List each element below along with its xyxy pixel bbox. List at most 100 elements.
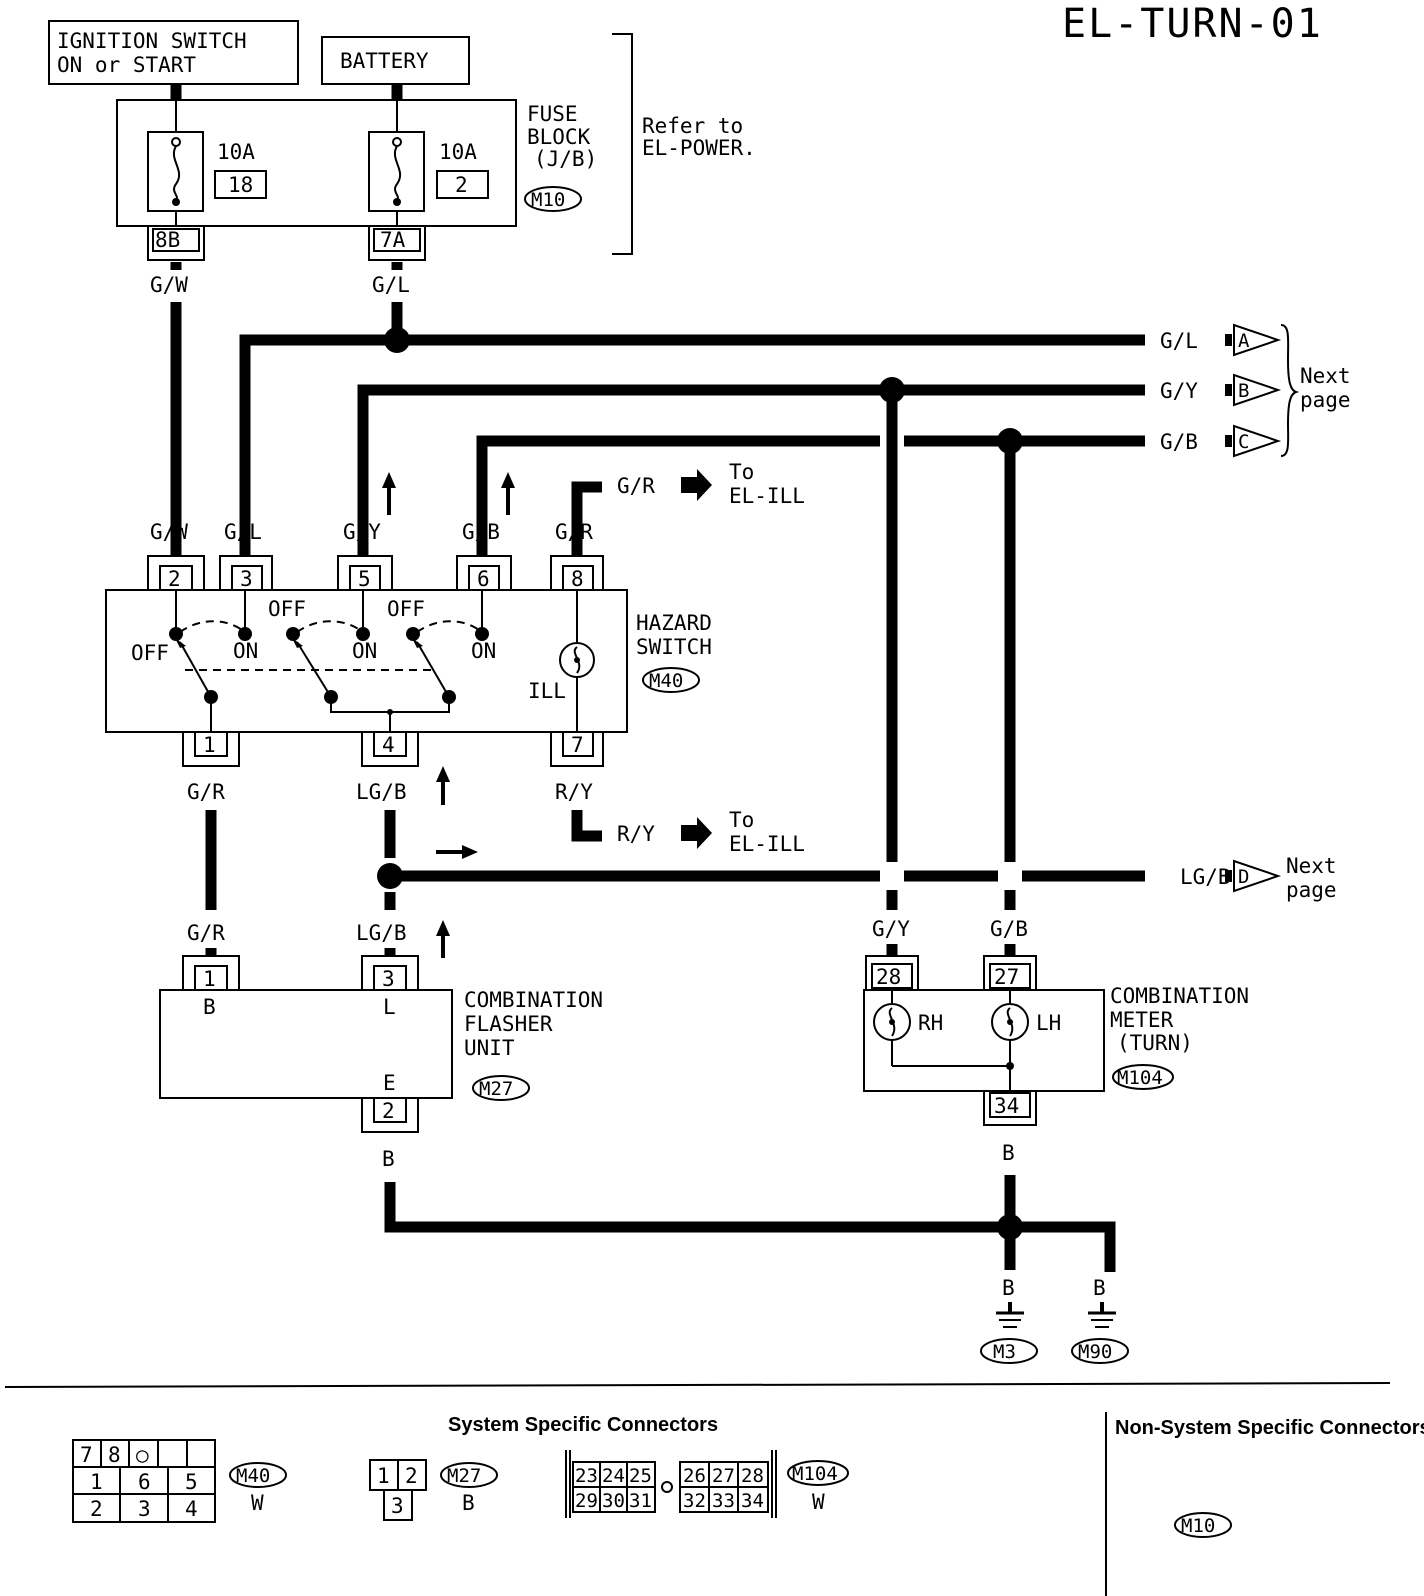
ground-m3-symbol — [996, 1302, 1024, 1328]
fuse-18 — [147, 100, 204, 226]
haz-terminal-1-num: 1 — [203, 733, 216, 757]
hazard-connector-oval — [642, 667, 700, 693]
meter-internals — [873, 990, 1029, 1091]
right-arrow-lgb — [436, 845, 478, 859]
fuse-block-label-2: BLOCK — [527, 125, 591, 149]
flasher-connector-oval — [472, 1075, 530, 1101]
haz-terminal-4-num: 4 — [382, 733, 395, 757]
page-title: EL-TURN-01 — [1062, 1, 1323, 47]
haz-terminal-6-num: 6 — [477, 567, 490, 591]
system-specific-header: System Specific Connectors — [448, 1414, 718, 1436]
junction-ground — [997, 1214, 1023, 1240]
m40-id: M40 — [236, 1465, 270, 1487]
fuse-block-label-3: (J/B) — [534, 147, 597, 171]
ignition-switch-box — [48, 20, 299, 85]
m104-pin-33: 33 — [712, 1490, 735, 1512]
flasher-wire-2: B — [382, 1147, 395, 1171]
flasher-unit-box — [159, 989, 453, 1099]
fuse-2-number-box — [436, 170, 489, 199]
ignition-label-1: IGNITION SWITCH — [57, 29, 247, 53]
m40-connector-face — [72, 1439, 216, 1523]
ground-m90-wire: B — [1093, 1276, 1106, 1300]
ill-top-wire-label: G/R — [617, 474, 655, 498]
haz-terminal-2-num: 2 — [168, 567, 181, 591]
arrow-to-ill-bottom — [681, 817, 712, 849]
haz-off-1: OFF — [131, 641, 169, 665]
m40-pin-2: 2 — [90, 1497, 103, 1521]
haz-off-2: OFF — [268, 597, 306, 621]
meter-wire-27: G/B — [990, 917, 1028, 941]
arrow-to-ill-top — [681, 469, 712, 501]
m27-pin-2: 2 — [405, 1464, 418, 1488]
meter-label-1: COMBINATION — [1110, 984, 1249, 1008]
m104-id: M104 — [792, 1463, 838, 1485]
haz-terminal-7-num: 7 — [571, 733, 584, 757]
m104-color: W — [812, 1490, 825, 1514]
meter-terminal-28 — [865, 955, 919, 990]
bus-b-letter: B — [1238, 380, 1249, 402]
wire-ground-flasher — [384, 1182, 1116, 1272]
m104-pin-24: 24 — [602, 1465, 625, 1487]
fuse-block-label-1: FUSE — [527, 102, 578, 126]
next-page-d-label-2: page — [1286, 878, 1337, 902]
flasher-terminal-2 — [361, 1097, 419, 1133]
m40-pin-blank: ○ — [136, 1443, 149, 1467]
flasher-label-2: FLASHER — [464, 1012, 553, 1036]
m40-pin-7: 7 — [80, 1443, 93, 1467]
hazard-label-1: HAZARD — [636, 611, 712, 635]
flasher-connector: M27 — [479, 1078, 513, 1100]
flasher-pin-b: B — [203, 995, 216, 1019]
terminal-8B-label: 8B — [155, 228, 180, 252]
haz-on-3: ON — [471, 639, 496, 663]
haz-top-wire-2: G/W — [150, 520, 188, 544]
flasher-pin-l: L — [383, 995, 396, 1019]
m27-pin-3: 3 — [391, 1494, 404, 1518]
m27-id-oval — [440, 1462, 498, 1488]
bus-a-wire-label: G/L — [1160, 329, 1198, 353]
m104-connector-face — [565, 1450, 777, 1518]
m27-pin-1: 1 — [377, 1464, 390, 1488]
refer-bracket — [612, 33, 633, 255]
next-page-d-label-1: Next — [1286, 854, 1337, 878]
flasher-terminal-2-num: 2 — [382, 1099, 395, 1123]
haz-terminal-4 — [361, 731, 419, 767]
haz-off-3: OFF — [387, 597, 425, 621]
hazard-connector: M40 — [649, 670, 683, 692]
ground-m3-connector: M3 — [993, 1341, 1016, 1363]
refer-label-1: Refer to — [642, 114, 743, 138]
next-page-brace — [1280, 324, 1300, 457]
m40-pin-4: 4 — [185, 1497, 198, 1521]
ground-m90-symbol — [1088, 1302, 1116, 1328]
refer-label-2: EL-POWER. — [642, 136, 756, 160]
fuse-18-number: 18 — [228, 173, 253, 197]
ill-bottom-wire-label: R/Y — [617, 822, 655, 846]
ill-top-to-label-2: EL-ILL — [729, 484, 805, 508]
hazard-switch-box — [105, 589, 628, 733]
ground-m90-connector: M90 — [1078, 1341, 1112, 1363]
up-arrow-lgb-2 — [436, 920, 450, 958]
fuse-block-connector: M10 — [531, 189, 565, 211]
m10-id-oval — [1174, 1512, 1232, 1538]
m40-pin-1: 1 — [90, 1470, 103, 1494]
haz-ill: ILL — [528, 679, 566, 703]
battery-box — [321, 36, 470, 85]
ground-m3-wire: B — [1002, 1276, 1015, 1300]
bus-a-letter: A — [1238, 330, 1250, 352]
meter-wire-28: G/Y — [872, 917, 910, 941]
meter-terminal-34 — [983, 1091, 1037, 1126]
ill-bottom-to-label-1: To — [729, 808, 754, 832]
bus-c-wire-label: G/B — [1160, 430, 1198, 454]
fuse-18-number-box — [214, 170, 267, 199]
flasher-terminal-1-num: 1 — [203, 967, 216, 991]
m40-pin-3: 3 — [138, 1497, 151, 1521]
junction-gl — [384, 327, 410, 353]
hazard-switch-internals — [169, 590, 595, 732]
m104-pin-29: 29 — [575, 1490, 598, 1512]
hazard-label-2: SWITCH — [636, 635, 712, 659]
meter-terminal-27 — [983, 955, 1037, 990]
meter-terminal-34-num: 34 — [994, 1094, 1019, 1118]
m104-pin-25: 25 — [629, 1465, 652, 1487]
m104-pin-31: 31 — [629, 1490, 652, 1512]
m104-pin-30: 30 — [602, 1490, 625, 1512]
